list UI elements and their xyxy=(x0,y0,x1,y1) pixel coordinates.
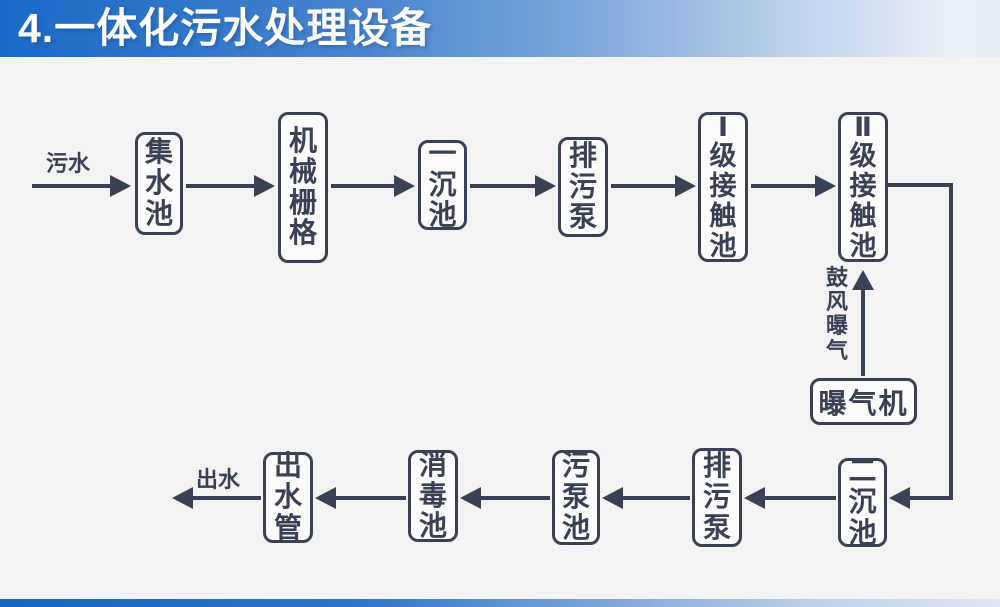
box-outlet-pipe: 出水管 xyxy=(263,451,313,543)
page-title: 4.一体化污水处理设备 xyxy=(18,5,433,51)
elbow-connector-vertical-segment xyxy=(949,183,953,500)
box-primary-sedimentation-tank: 一沉池 xyxy=(418,138,467,230)
header-bar: 4.一体化污水处理设备 xyxy=(0,0,1000,57)
box-sewage-discharge-pump-top: 排污泵 xyxy=(558,137,608,237)
box-mechanical-grid: 机械栅格 xyxy=(278,112,328,263)
arrow-inflow-to-collection-tank xyxy=(32,175,131,197)
arrow-sewage-pump-tank-to-disinfection xyxy=(460,487,550,509)
arrow-elbow-to-secondary-sedimentation xyxy=(889,487,953,509)
arrow-level1-to-level2-contact xyxy=(751,175,836,197)
arrow-outlet-pipe-to-outflow xyxy=(172,487,261,509)
outflow-label: 出水 xyxy=(196,467,241,492)
arrow-secondary-sedimentation-to-pump xyxy=(744,487,836,509)
box-aerator: 曝气机 xyxy=(810,378,917,425)
arrow-pump-to-sewage-pump-tank xyxy=(602,487,690,509)
footer-accent-bar xyxy=(0,599,1000,607)
box-sewage-pump-tank: 污泵池 xyxy=(552,450,600,545)
box-secondary-sedimentation-tank: 二沉池 xyxy=(838,456,887,548)
box-sewage-discharge-pump-bottom: 排污泵 xyxy=(692,448,742,547)
arrow-primary-sedimentation-to-pump xyxy=(470,175,556,197)
box-collection-tank: 集水池 xyxy=(135,132,183,235)
box-disinfection-tank: 消毒池 xyxy=(408,449,458,542)
arrow-collection-to-grid xyxy=(186,175,275,197)
arrow-pump-to-level1-contact xyxy=(611,175,696,197)
elbow-connector-top-segment xyxy=(888,183,953,187)
aeration-mode-label: 鼓风曝气 xyxy=(825,265,848,363)
arrow-grid-to-primary-sedimentation xyxy=(331,175,415,197)
inflow-label: 污水 xyxy=(46,151,91,176)
arrow-aerator-to-level2-contact xyxy=(852,270,874,376)
arrow-disinfection-to-outlet-pipe xyxy=(315,487,406,509)
